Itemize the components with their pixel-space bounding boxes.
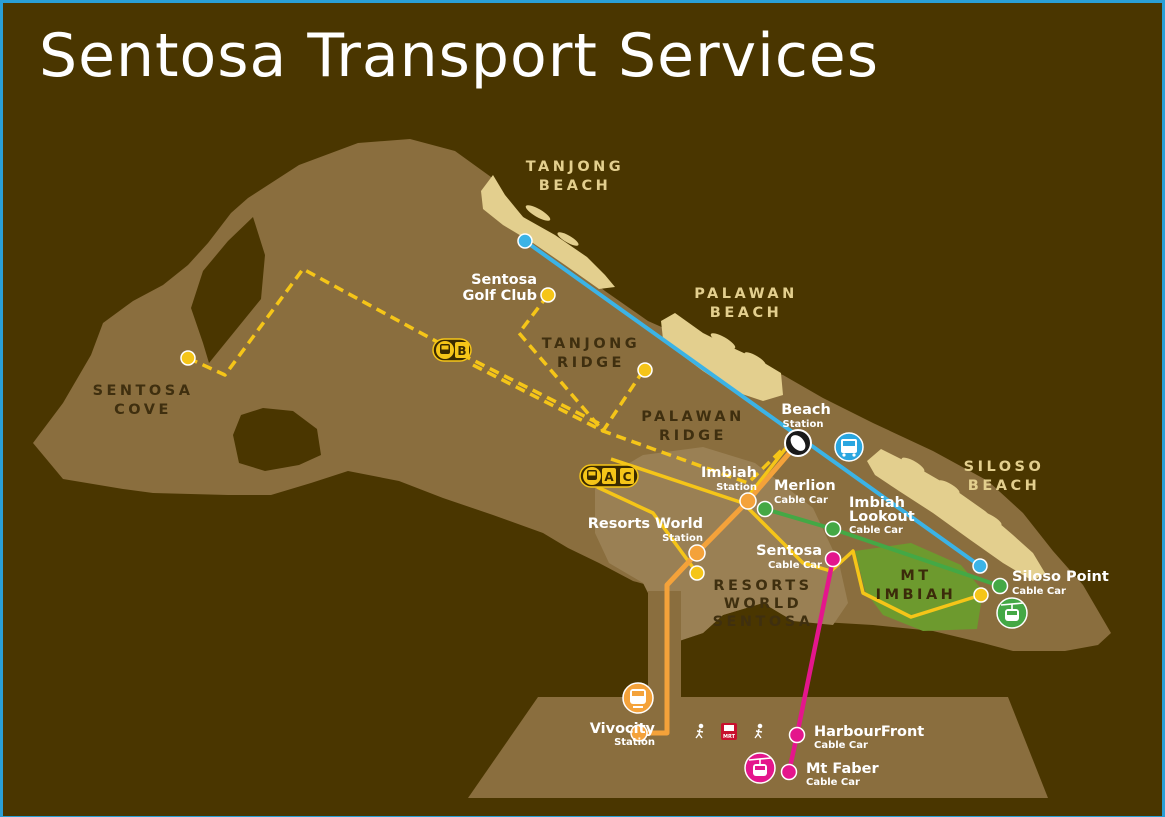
area-mt-imbiah-1: MT (900, 568, 931, 584)
area-siloso-beach-2: BEACH (968, 478, 1040, 494)
label-vivocity-type: Station (614, 737, 655, 748)
walk-icon (754, 723, 763, 739)
sand-speckles (525, 205, 1002, 526)
page-title: Sentosa Transport Services (39, 21, 879, 91)
bus-c-label: C (623, 470, 632, 484)
bus-b-badge[interactable]: B (432, 338, 472, 362)
label-imbiah: Imbiah (701, 465, 757, 481)
label-resorts-world: Resorts World (588, 516, 703, 532)
sand-palawan (661, 313, 783, 401)
stop-tanjong-beach[interactable] (517, 233, 533, 249)
area-tanjong-beach-1: TANJONG (526, 159, 624, 175)
area-siloso-beach-1: SILOSO (964, 459, 1045, 475)
label-imbiah-lookout-2: Lookout (849, 509, 915, 525)
label-beach-type: Station (783, 419, 824, 430)
stop-mt-imbiah-bus[interactable] (973, 587, 989, 603)
stop-vivocity[interactable] (630, 724, 648, 742)
label-vivocity: Vivocity (590, 721, 656, 737)
label-imbiah-lookout-1: Imbiah (849, 495, 905, 511)
stop-imbiah-lookout[interactable] (824, 520, 842, 538)
area-tanjong-ridge-2: RIDGE (557, 355, 625, 371)
label-mt-faber: Mt Faber (806, 761, 879, 777)
area-resorts-world-3: SENTOSA (713, 614, 814, 630)
label-imbiah-lookout-type: Cable Car (849, 525, 903, 536)
stop-mt-faber[interactable] (780, 763, 798, 781)
label-harbourfront: HarbourFront (814, 724, 924, 740)
label-merlion: Merlion (774, 478, 836, 494)
stop-resorts-world[interactable] (688, 544, 706, 562)
walk-icon (695, 723, 704, 739)
area-sentosa-cove-1: SENTOSA (93, 383, 194, 399)
label-siloso-point-type: Cable Car (1012, 586, 1066, 597)
area-tanjong-beach-2: BEACH (539, 178, 611, 194)
label-beach: Beach (781, 402, 831, 418)
area-sentosa-cove-2: COVE (114, 402, 172, 418)
monorail-line (636, 440, 801, 736)
bus-icon[interactable] (834, 432, 864, 462)
mrt-label: MRT (723, 734, 736, 740)
area-palawan-ridge-2: RIDGE (659, 428, 727, 444)
stop-sentosa-cove[interactable] (180, 350, 196, 366)
cable-car-icon[interactable] (996, 597, 1028, 629)
stop-tanjong-ridge[interactable] (637, 362, 653, 378)
bus-icon (436, 341, 454, 359)
label-merlion-type: Cable Car (774, 495, 828, 506)
area-palawan-ridge-1: PALAWAN (641, 409, 745, 425)
label-imbiah-type: Station (716, 482, 757, 493)
cable-car-icon[interactable] (744, 752, 776, 784)
area-resorts-world-1: RESORTS (713, 578, 812, 594)
label-golf-club-2: Golf Club (462, 288, 537, 304)
area-resorts-world-2: WORLD (724, 596, 802, 612)
stop-siloso-point[interactable] (991, 577, 1009, 595)
mt-imbiah-park (855, 543, 983, 631)
label-siloso-point: Siloso Point (1012, 569, 1109, 585)
area-mt-imbiah-2: IMBIAH (876, 587, 957, 603)
stop-imbiah[interactable] (739, 492, 757, 510)
label-sentosa-cable: Sentosa (756, 543, 822, 559)
stop-resorts-world-bus[interactable] (689, 565, 705, 581)
bus-ac-badge[interactable]: A C (579, 464, 639, 488)
beach-tram-line (523, 239, 982, 568)
sand-tanjong (481, 175, 615, 289)
stop-dots (180, 233, 1009, 781)
label-sentosa-cable-type: Cable Car (768, 560, 822, 571)
monorail-icon[interactable] (622, 682, 654, 714)
stop-sentosa-golf-club[interactable] (540, 287, 556, 303)
area-palawan-beach-2: BEACH (710, 305, 782, 321)
bus-icon (583, 467, 601, 485)
stop-sentosa-cable[interactable] (824, 550, 842, 568)
water-inlet-north (191, 217, 265, 363)
bus-a-label: A (604, 470, 614, 484)
label-resorts-world-type: Station (662, 533, 703, 544)
land-mainland (468, 697, 1048, 798)
bus-route-b (187, 267, 795, 485)
bus-route-ac (596, 437, 982, 619)
stop-harbourfront[interactable] (788, 726, 806, 744)
bus-b-label: B (457, 344, 466, 358)
area-tanjong-ridge-1: TANJONG (542, 336, 640, 352)
sand-siloso (867, 449, 1045, 581)
label-golf-club-1: Sentosa (471, 272, 537, 288)
transport-map: B A C (33, 139, 1111, 798)
stop-siloso-beach[interactable] (972, 558, 988, 574)
label-harbourfront-type: Cable Car (814, 740, 868, 751)
beach-station-marker[interactable] (784, 429, 812, 457)
water-inlet-south (233, 408, 321, 471)
stop-merlion[interactable] (756, 500, 774, 518)
mrt-icon: MRT (721, 723, 737, 740)
area-palawan-beach-1: PALAWAN (694, 286, 798, 302)
label-mt-faber-type: Cable Car (806, 777, 860, 788)
